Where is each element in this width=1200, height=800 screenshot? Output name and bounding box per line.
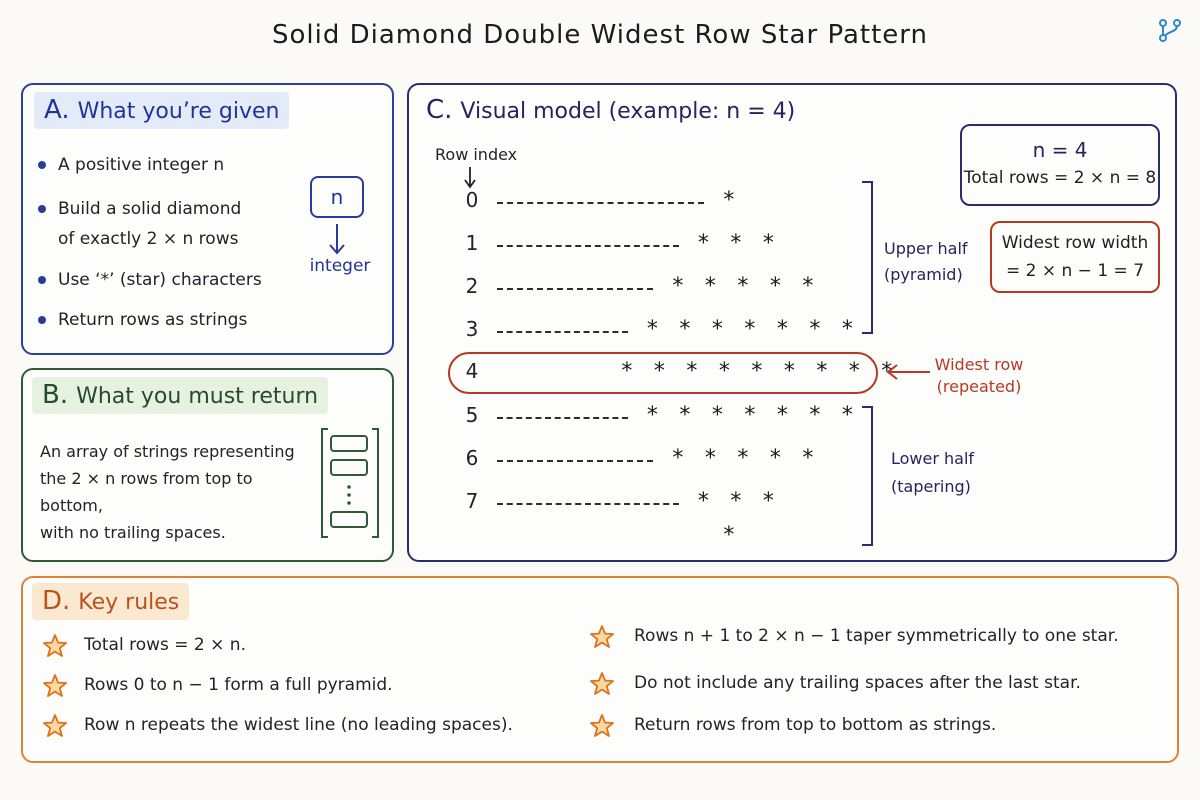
star-outline-icon bbox=[42, 713, 68, 739]
row-index: 3 bbox=[465, 317, 479, 341]
widest-width-box: Widest row width = 2 × n − 1 = 7 bbox=[990, 221, 1160, 293]
rule-text: Rows n + 1 to 2 × n − 1 taper symmetrica… bbox=[634, 626, 1119, 646]
leading-space-dashes bbox=[497, 331, 628, 333]
star-run: * * * bbox=[696, 231, 778, 256]
heading-return: B. What you must return bbox=[32, 377, 329, 414]
rule-text: Total rows = 2 × n. bbox=[84, 635, 246, 655]
heading-text: What you’re given bbox=[77, 99, 280, 124]
star-outline-icon bbox=[589, 624, 615, 650]
heading-letter: C. bbox=[426, 95, 453, 125]
heading-text: Visual model (example: n = 4) bbox=[460, 99, 796, 124]
panel-visual-model bbox=[407, 83, 1177, 562]
n-type-caption: integer bbox=[309, 256, 371, 276]
return-description: An array of strings representing the 2 ×… bbox=[40, 438, 320, 546]
leading-space-dashes bbox=[497, 503, 679, 505]
star-outline-icon bbox=[589, 671, 615, 697]
heading-key-rules: D. Key rules bbox=[32, 583, 190, 620]
rule-text: Do not include any trailing spaces after… bbox=[634, 673, 1081, 693]
star-run: * * * bbox=[696, 489, 778, 514]
arrow-down-icon bbox=[329, 224, 345, 255]
row-index: 7 bbox=[465, 489, 479, 513]
heading-visual-model: C. Visual model (example: n = 4) bbox=[416, 92, 805, 129]
bullet-dot-icon bbox=[38, 316, 46, 324]
row-index: 5 bbox=[465, 403, 479, 427]
total-rows: Total rows = 2 × n = 8 bbox=[963, 168, 1157, 188]
bullet-dot-icon bbox=[38, 205, 46, 213]
heading-letter: D. bbox=[42, 586, 71, 616]
branch-icon[interactable] bbox=[1156, 16, 1184, 44]
heading-letter: A. bbox=[44, 95, 70, 125]
leading-space-dashes bbox=[497, 417, 628, 419]
rule-text: Row n repeats the widest line (no leadin… bbox=[84, 715, 513, 735]
diamond-row: 3 * * * * * * * bbox=[0, 317, 1200, 347]
widest-row-highlight bbox=[448, 352, 878, 394]
widest-label-line: Widest row bbox=[934, 355, 1024, 374]
star-outline-icon bbox=[42, 673, 68, 699]
return-line: the 2 × n rows from top to bottom, bbox=[40, 469, 253, 515]
widest-label-line: (repeated) bbox=[936, 377, 1022, 396]
diamond-row: 7 * * * bbox=[0, 489, 1200, 519]
diamond-row: 5 * * * * * * * bbox=[0, 403, 1200, 433]
rule-text: Rows 0 to n − 1 form a full pyramid. bbox=[84, 675, 393, 695]
leading-space-dashes bbox=[497, 245, 679, 247]
lower-half-label: Lower half (tapering) bbox=[891, 445, 974, 501]
star-run: * bbox=[722, 523, 739, 548]
star-run: * * * * * * * bbox=[645, 403, 857, 428]
leading-space-dashes bbox=[497, 460, 654, 462]
rule-text: Return rows from top to bottom as string… bbox=[634, 715, 997, 735]
arrow-left-icon bbox=[886, 364, 930, 380]
lower-label-line: (tapering) bbox=[891, 477, 971, 496]
n-info-box: n = 4 Total rows = 2 × n = 8 bbox=[960, 124, 1160, 206]
widest-row-label: Widest row (repeated) bbox=[934, 354, 1024, 398]
upper-label-line: (pyramid) bbox=[884, 265, 963, 284]
bullet-text: A positive integer n bbox=[58, 155, 225, 175]
diamond-row: 4* * * * * * * * * bbox=[0, 359, 1200, 389]
bullet-dot-icon bbox=[38, 276, 46, 284]
star-outline-icon bbox=[589, 713, 615, 739]
lower-label-line: Lower half bbox=[891, 449, 975, 468]
row-index: 0 bbox=[465, 188, 479, 212]
row-index: 6 bbox=[465, 446, 479, 470]
n-value: n = 4 bbox=[1032, 138, 1088, 162]
bullet-dot-icon bbox=[38, 161, 46, 169]
star-run: * bbox=[722, 188, 739, 213]
heading-given: A. What you’re given bbox=[34, 92, 290, 129]
leading-space-dashes bbox=[497, 288, 654, 290]
leading-space-dashes bbox=[497, 202, 705, 204]
return-line: with no trailing spaces. bbox=[40, 523, 226, 542]
diamond-row: 0* bbox=[0, 188, 1200, 218]
heading-letter: B. bbox=[42, 380, 69, 410]
n-variable-box: n bbox=[310, 176, 364, 218]
widest-width-formula: = 2 × n − 1 = 7 bbox=[1005, 261, 1145, 281]
lower-half-bracket bbox=[862, 406, 873, 546]
upper-half-label: Upper half (pyramid) bbox=[884, 236, 968, 288]
upper-half-bracket bbox=[862, 181, 873, 334]
heading-text: What you must return bbox=[76, 384, 319, 409]
star-outline-icon bbox=[42, 633, 68, 659]
star-run: * * * * * bbox=[671, 274, 818, 299]
string-array-icon bbox=[321, 428, 379, 538]
bullet-text: Use ‘*’ (star) characters bbox=[58, 270, 262, 290]
diamond-row: 2 * * * * * bbox=[0, 274, 1200, 304]
row-index-label: Row index bbox=[435, 145, 518, 164]
diamond-row: 6 * * * * * bbox=[0, 446, 1200, 476]
upper-label-line: Upper half bbox=[884, 239, 968, 258]
diamond-row: * bbox=[0, 523, 1200, 553]
widest-width-title: Widest row width bbox=[1001, 233, 1149, 253]
arrow-down-icon bbox=[464, 167, 476, 189]
bullet-text: Return rows as strings bbox=[58, 310, 248, 330]
row-index: 2 bbox=[465, 274, 479, 298]
star-run: * * * * * bbox=[671, 446, 818, 471]
star-run: * * * * * * * bbox=[645, 317, 857, 342]
heading-text: Key rules bbox=[78, 590, 180, 615]
bullet-text: of exactly 2 × n rows bbox=[58, 229, 239, 249]
page-title: Solid Diamond Double Widest Row Star Pat… bbox=[271, 20, 928, 50]
bullet-text: Build a solid diamond bbox=[58, 199, 242, 219]
row-index: 1 bbox=[465, 231, 479, 255]
star-run: * * * * * * * * * bbox=[620, 359, 897, 384]
return-line: An array of strings representing bbox=[40, 442, 295, 461]
diamond-row: 1 * * * bbox=[0, 231, 1200, 261]
